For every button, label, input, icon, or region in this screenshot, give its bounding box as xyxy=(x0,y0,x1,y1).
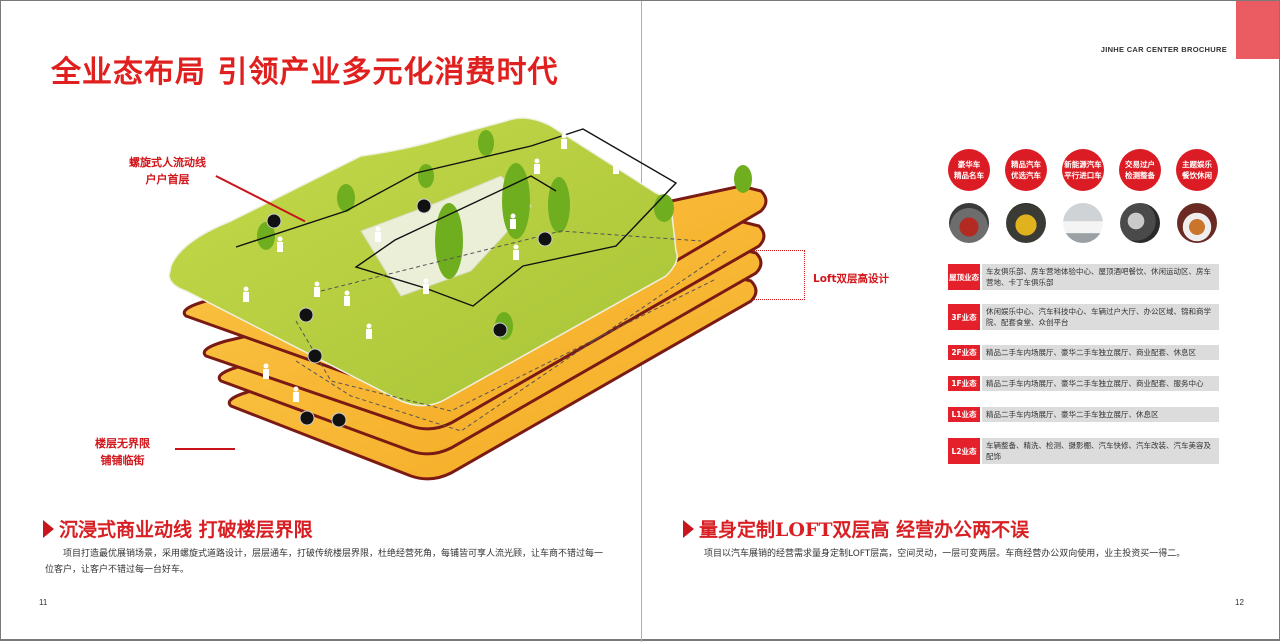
section-title-right: 量身定制LOFT双层高 经营办公两不误 xyxy=(683,515,1029,542)
floor-tag: 3F业态 xyxy=(948,304,980,330)
floor-desc: 车辆整备、精洗、检测、摄影棚、汽车快修、汽车改装、汽车美容及配饰 xyxy=(982,438,1219,464)
floor-row-roof: 屋顶业态 车友俱乐部、房车营地体验中心、屋顶酒吧餐饮、休闲运动区、房车营地、卡丁… xyxy=(948,264,1219,290)
floor-tag: L1业态 xyxy=(948,407,980,422)
section-body-right: 项目以汽车展销的经营需求量身定制LOFT层高，空间灵动，一层可变两层。车商经营办… xyxy=(704,549,1186,559)
page-number-left: 11 xyxy=(39,598,48,607)
category-transaction: 交易过户 检测整备 xyxy=(1119,149,1161,243)
category-circles: 豪华车 精品名车 精品汽车 优选汽车 新能源汽车 平行进口车 交易过户 检测整备 xyxy=(948,149,1218,243)
food-dish-photo xyxy=(1177,203,1217,243)
white-car-photo xyxy=(1063,203,1103,243)
dashed-paths xyxy=(295,230,727,432)
left-page: 全业态布局 引领产业多元化消费时代 xyxy=(1,1,768,642)
floor-desc: 精品二手车内场展厅、豪华二手车独立展厅、休息区 xyxy=(982,407,1219,422)
section-body-left: 项目打造最优展销场景，采用螺旋式道路设计，层层通车，打破传统楼层界限，杜绝经营死… xyxy=(45,549,604,575)
brochure-label: JINHE CAR CENTER BROCHURE xyxy=(1100,45,1227,54)
category-luxury: 豪华车 精品名车 xyxy=(948,149,990,243)
floor-row-1f: 1F业态 精品二手车内场展厅、豪华二手车独立展厅、商业配套、服务中心 xyxy=(948,376,1219,391)
floor-row-l2: L2业态 车辆整备、精洗、检测、摄影棚、汽车快修、汽车改装、汽车美容及配饰 xyxy=(948,438,1219,464)
people-icons xyxy=(243,133,721,402)
node-markers xyxy=(266,198,553,428)
category-badge: 交易过户 检测整备 xyxy=(1119,149,1161,191)
category-new-energy: 新能源汽车 平行进口车 xyxy=(1062,149,1104,243)
category-badge: 新能源汽车 平行进口车 xyxy=(1062,149,1104,191)
floor-row-3f: 3F业态 休闲娱乐中心、汽车科技中心、车辆过户大厅、办公区域、锦和商学院、配套食… xyxy=(948,304,1219,330)
callout-loft: Loft双层高设计 xyxy=(813,273,889,285)
category-badge: 精品汽车 优选汽车 xyxy=(1005,149,1047,191)
floor-tag: 2F业态 xyxy=(948,345,980,360)
car-engine-photo xyxy=(1120,203,1160,243)
luxury-suv-photo xyxy=(949,203,989,243)
category-premium: 精品汽车 优选汽车 xyxy=(1005,149,1047,243)
yellow-car-photo xyxy=(1006,203,1046,243)
floor-desc: 车友俱乐部、房车营地体验中心、屋顶酒吧餐饮、休闲运动区、房车营地、卡丁车俱乐部 xyxy=(982,264,1219,290)
floor-tag: 1F业态 xyxy=(948,376,980,391)
floor-tag: L2业态 xyxy=(948,438,980,464)
floor-desc: 精品二手车内场展厅、豪华二手车独立展厅、商业配套、服务中心 xyxy=(982,376,1219,391)
triangle-marker-icon xyxy=(43,519,54,538)
building-floor-diagram xyxy=(168,117,768,481)
floor-tag: 屋顶业态 xyxy=(948,264,980,290)
callout-floor-boundless: 楼层无界限 铺铺临街 xyxy=(95,437,150,467)
floor-row-2f: 2F业态 精品二手车内场展厅、豪华二手车独立展厅、商业配套、休息区 xyxy=(948,345,1219,360)
floor-row-l1: L1业态 精品二手车内场展厅、豪华二手车独立展厅、休息区 xyxy=(948,407,1219,422)
callout-floor-leader xyxy=(175,448,235,450)
floor-desc: 精品二手车内场展厅、豪华二手车独立展厅、商业配套、休息区 xyxy=(982,345,1219,360)
floor-directory: 屋顶业态 车友俱乐部、房车营地体验中心、屋顶酒吧餐饮、休闲运动区、房车营地、卡丁… xyxy=(948,264,1219,474)
floor-desc: 休闲娱乐中心、汽车科技中心、车辆过户大厅、办公区域、锦和商学院、配套食堂、众创平… xyxy=(982,304,1219,330)
page-title: 全业态布局 引领产业多元化消费时代 xyxy=(51,55,559,90)
category-badge: 主题娱乐 餐饮休闲 xyxy=(1176,149,1218,191)
category-badge: 豪华车 精品名车 xyxy=(948,149,990,191)
flow-path xyxy=(235,128,678,307)
triangle-marker-icon xyxy=(683,519,694,538)
corner-accent-block xyxy=(1236,1,1279,59)
callout-spiral-flow: 螺旋式人流动线 户户首层 xyxy=(129,156,206,186)
category-entertainment: 主题娱乐 餐饮休闲 xyxy=(1176,149,1218,243)
section-title-left: 沉浸式商业动线 打破楼层界限 xyxy=(43,515,313,542)
page-number-right: 12 xyxy=(1235,598,1244,607)
loft-dotted-box xyxy=(753,250,805,300)
trees xyxy=(257,130,752,340)
